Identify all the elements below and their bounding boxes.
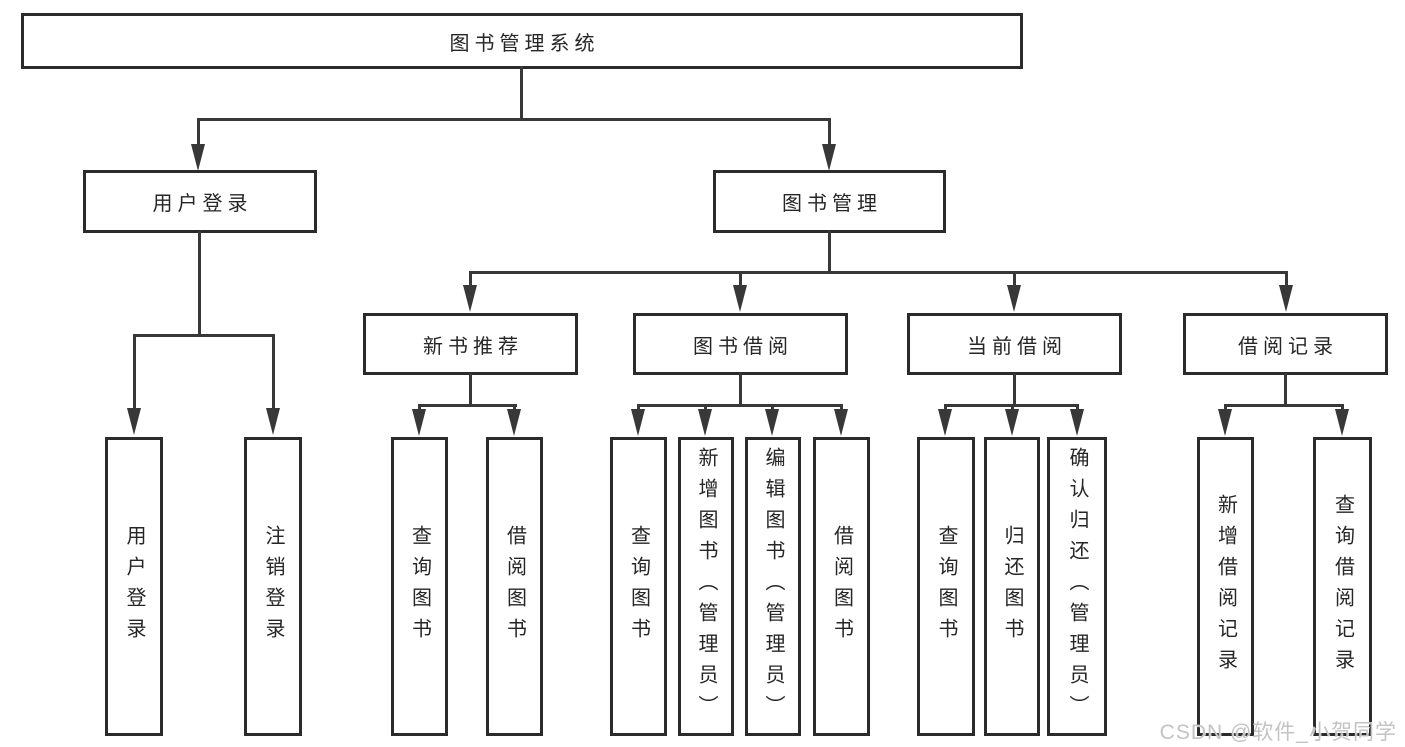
connector-level3-rail: [469, 271, 1288, 274]
node-label: 图书管理系统: [449, 32, 600, 55]
arrowhead-current-borrow: [1007, 285, 1021, 312]
node-label: 新书推荐: [423, 335, 523, 358]
connector-drop-book-mgmt: [828, 118, 831, 146]
arrowhead-leaf: [412, 409, 426, 436]
leaf-label: 查询图书: [935, 524, 957, 649]
connector-drop-borrow-records: [1285, 271, 1288, 287]
leaf-borrow-books: 借阅图书: [813, 437, 870, 736]
connector-drop: [1011, 404, 1014, 412]
leaf-label: 编辑图书（管理员）: [762, 447, 784, 726]
arrowhead-leaf: [938, 409, 952, 436]
node-label: 图书借阅: [693, 335, 793, 358]
connector-drop: [637, 404, 640, 412]
connector-drop: [704, 404, 707, 412]
connector-root-stem: [520, 66, 523, 120]
leaf-add-books-admin: 新增图书（管理员）: [678, 437, 734, 736]
arrowhead-borrow-records: [1279, 285, 1293, 312]
connector-new-book-stem: [469, 373, 472, 407]
arrowhead-leaf-login: [127, 408, 141, 435]
connector-borrow-records-stem: [1284, 373, 1287, 407]
connector-book-borrow-rail: [637, 404, 843, 407]
leaf-borrow-books-recommend: 借阅图书: [486, 437, 543, 736]
leaf-query-books-recommend: 查询图书: [391, 437, 448, 736]
leaf-user-login: 用户登录: [105, 437, 163, 736]
connector-new-book-rail: [418, 404, 517, 407]
leaf-label: 新增图书（管理员）: [695, 447, 717, 726]
connector-book-mgmt-stem: [828, 231, 831, 274]
arrowhead-leaf: [1335, 409, 1349, 436]
node-label: 借阅记录: [1238, 335, 1338, 358]
leaf-query-books-current: 查询图书: [917, 437, 975, 736]
connector-drop: [418, 404, 421, 412]
arrowhead-leaf-logout: [266, 408, 280, 435]
leaf-label: 新增借阅记录: [1214, 493, 1237, 680]
arrowhead-book-borrow: [733, 285, 747, 312]
node-book-management: 图书管理: [713, 170, 946, 233]
arrowhead-leaf: [631, 409, 645, 436]
arrowhead-new-book: [463, 285, 477, 312]
leaf-label: 确认归还（管理员）: [1066, 447, 1088, 726]
leaf-label: 查询图书: [627, 524, 650, 649]
node-label: 图书管理: [782, 193, 882, 215]
leaf-logout: 注销登录: [244, 437, 302, 736]
arrowhead-leaf: [698, 409, 712, 436]
connector-drop-book-borrow: [739, 271, 742, 287]
connector-drop: [513, 404, 516, 412]
node-user-login: 用户登录: [83, 170, 317, 233]
leaf-label: 查询图书: [408, 524, 431, 649]
connector-current-borrow-stem: [1013, 373, 1016, 407]
connector-drop-leaf-login: [133, 334, 136, 408]
arrowhead-leaf: [765, 409, 779, 436]
arrowhead-leaf: [834, 409, 848, 436]
node-label: 用户登录: [152, 193, 253, 215]
leaf-label: 归还图书: [1001, 524, 1023, 649]
node-current-borrow: 当前借阅: [907, 313, 1122, 375]
connector-drop-new-book: [469, 271, 472, 287]
connector-drop: [1076, 404, 1079, 412]
leaf-label: 查询借阅记录: [1331, 493, 1354, 680]
connector-borrow-records-rail: [1224, 404, 1344, 407]
connector-drop: [944, 404, 947, 412]
leaf-confirm-return-admin: 确认归还（管理员）: [1047, 437, 1107, 736]
connector-book-borrow-stem: [739, 373, 742, 407]
arrowhead-leaf: [1070, 409, 1084, 436]
node-root-library-system: 图书管理系统: [21, 13, 1023, 69]
leaf-edit-books-admin: 编辑图书（管理员）: [745, 437, 801, 736]
connector-drop: [1224, 404, 1227, 412]
connector-drop-leaf-logout: [272, 334, 275, 408]
node-book-borrow: 图书借阅: [633, 313, 848, 375]
arrowhead-leaf: [507, 409, 521, 436]
leaf-query-borrow-record: 查询借阅记录: [1313, 437, 1372, 736]
connector-drop-current-borrow: [1013, 271, 1016, 287]
arrowhead-leaf: [1005, 409, 1019, 436]
node-new-book-recommend: 新书推荐: [363, 313, 578, 375]
leaf-label: 用户登录: [123, 524, 145, 649]
connector-drop-user-login: [197, 118, 200, 146]
arrowhead-user-login: [191, 144, 205, 171]
leaf-return-books: 归还图书: [984, 437, 1040, 736]
connector-drop: [840, 404, 843, 412]
arrowhead-book-mgmt: [822, 144, 836, 171]
connector-user-login-rail: [133, 334, 275, 337]
connector-user-login-stem: [198, 231, 201, 337]
leaf-label: 借阅图书: [830, 524, 853, 649]
leaf-label: 注销登录: [262, 524, 284, 649]
connector-drop: [1341, 404, 1344, 412]
connector-drop: [771, 404, 774, 412]
leaf-label: 借阅图书: [503, 524, 526, 649]
leaf-add-borrow-record: 新增借阅记录: [1197, 437, 1254, 736]
node-label: 当前借阅: [967, 335, 1067, 358]
connector-level2-rail: [197, 118, 831, 121]
node-borrow-records: 借阅记录: [1183, 313, 1388, 375]
arrowhead-leaf: [1218, 409, 1232, 436]
leaf-query-books-borrow: 查询图书: [610, 437, 667, 736]
